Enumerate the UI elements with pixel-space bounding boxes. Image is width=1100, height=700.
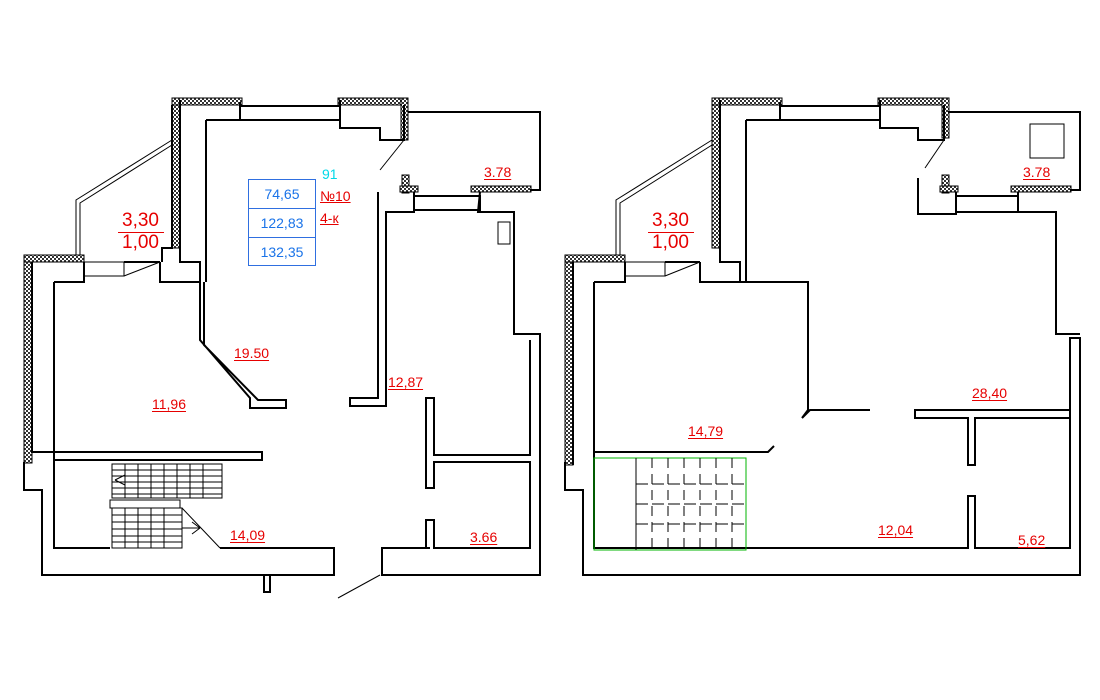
- info-value-2: 122,83: [249, 209, 315, 238]
- room-area-label: 3.78: [1023, 164, 1051, 180]
- room-area-label: 12,87: [388, 374, 424, 390]
- room-area-label: 12,04: [878, 522, 914, 538]
- right-balcony-ratio-top: 3,30: [652, 210, 689, 231]
- room-area-label: 3.66: [470, 529, 498, 545]
- left-outer-wall: [23, 100, 541, 593]
- right-balcony-ratio-bottom: 1,00: [652, 232, 689, 253]
- right-plan: [564, 97, 1081, 576]
- right-staircase: [593, 457, 747, 551]
- apartment-info-box: 74,65 122,83 132,35: [248, 179, 316, 266]
- room-area-label: 14,79: [688, 423, 724, 439]
- room-area-label: 19.50: [234, 345, 270, 361]
- left-balcony-glazing: [75, 139, 511, 599]
- room-area-label: 14,09: [230, 527, 266, 543]
- room-area-label: 3.78: [484, 164, 512, 180]
- right-balcony-glazing: [615, 123, 1065, 277]
- apartment-type: 4-к: [320, 210, 339, 226]
- info-value-3: 132,35: [260, 244, 304, 260]
- left-plan: [23, 97, 541, 599]
- room-area-label: 11,96: [152, 396, 186, 412]
- left-balcony-ratio-top: 3,30: [122, 210, 159, 231]
- left-balcony-ratio-bottom: 1,00: [122, 232, 159, 253]
- room-area-label: 28,40: [972, 385, 1008, 401]
- floor-number: 91: [322, 166, 338, 182]
- right-outer-wall: [564, 100, 1081, 576]
- left-balcony-ratio-line: [118, 232, 164, 233]
- room-area-label: 5,62: [1018, 532, 1046, 548]
- info-value-1: 74,65: [249, 180, 315, 209]
- left-staircase: [109, 463, 223, 549]
- right-balcony-ratio-line: [648, 232, 694, 233]
- apartment-number: №10: [320, 188, 351, 204]
